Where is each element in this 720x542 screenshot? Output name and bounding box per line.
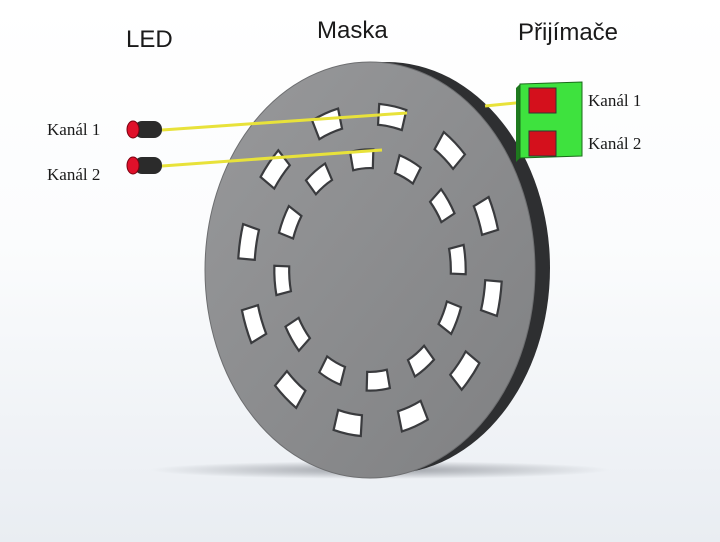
outer-ring-slot-5: [448, 349, 481, 392]
led-channel-2-label: Kanál 2: [47, 165, 101, 184]
inner-ring-slot-7: [317, 354, 347, 387]
receivers-heading: Přijímače: [518, 19, 619, 46]
outer-ring-slot-6: [396, 399, 430, 433]
receiver-board-edge: [516, 84, 520, 162]
outer-ring-slot-9: [240, 303, 268, 345]
led-2-body: [134, 157, 162, 174]
receiver-sensor-2: [528, 130, 557, 157]
inner-ring-slot-11: [304, 161, 334, 197]
beam-channel-2: [161, 148, 383, 168]
led-2-lens: [126, 156, 140, 175]
led-channel-1-label: Kanál 1: [47, 120, 101, 139]
outer-ring-slot-3: [472, 195, 500, 237]
mask-slots: [237, 102, 503, 438]
inner-ring-slot-6: [365, 368, 392, 392]
outer-ring-slot-10: [237, 222, 261, 262]
receiver-board: [516, 81, 583, 162]
inner-ring-slot-1: [393, 153, 423, 186]
inner-ring-slot-4: [437, 299, 463, 336]
led-2: [126, 156, 162, 175]
led-1-body: [134, 121, 162, 138]
mask-heading: Maska: [317, 17, 388, 44]
outer-ring-slot-1: [376, 102, 408, 132]
receiver-channel-2-label: Kanál 2: [588, 134, 642, 153]
receiver-channel-1-label: Kanál 1: [588, 91, 642, 110]
inner-ring-slot-2: [428, 187, 456, 224]
outer-ring-slot-11: [259, 148, 292, 191]
outer-ring-slot-12: [310, 107, 344, 141]
inner-ring-slot-10: [277, 204, 303, 241]
outer-ring-slot-4: [479, 278, 503, 318]
led-heading: LED: [126, 26, 173, 53]
inner-ring-slot-3: [447, 243, 467, 276]
led-1: [126, 120, 162, 139]
outer-ring-slot-7: [332, 408, 364, 438]
beam-channel-1: [161, 111, 408, 132]
inner-ring-slot-8: [284, 316, 312, 353]
inner-ring-slot-5: [406, 343, 436, 379]
led-1-lens: [126, 120, 140, 139]
receiver-sensor-1: [528, 87, 557, 114]
outer-ring-slot-8: [273, 369, 307, 410]
outer-ring-slot-2: [433, 130, 467, 171]
inner-ring-slot-9: [273, 264, 293, 297]
